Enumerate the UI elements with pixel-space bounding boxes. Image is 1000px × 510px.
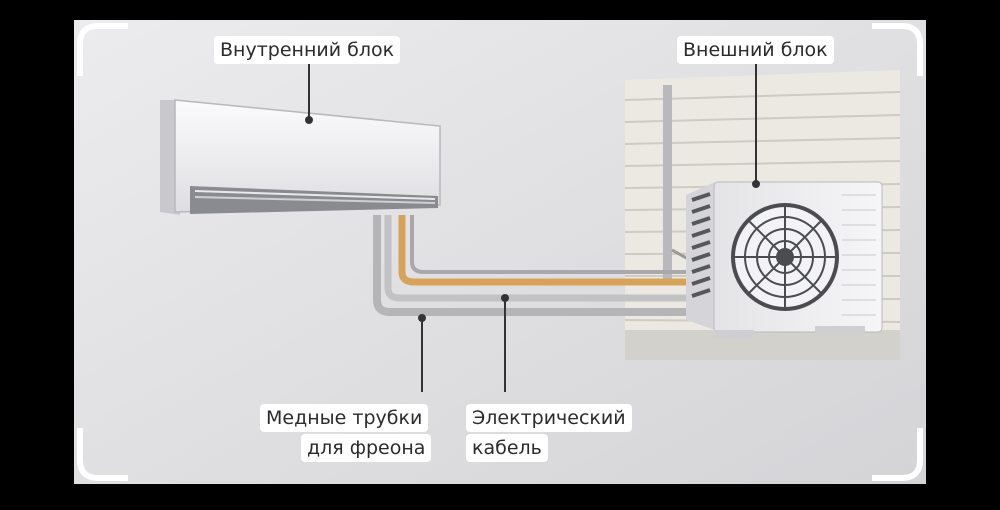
label-outdoor-unit: Внешний блок — [677, 36, 834, 64]
label-copper-pipes-line1: Медные трубки — [260, 404, 429, 432]
outdoor-unit — [686, 181, 883, 338]
label-copper-pipes-line2: для фреона — [301, 434, 432, 462]
pipes — [373, 215, 691, 316]
leader-lines — [305, 64, 760, 392]
indoor-unit — [160, 99, 441, 215]
house-downpipe — [663, 85, 672, 285]
label-electric-cable-line1: Электрический — [466, 404, 632, 432]
label-indoor-unit: Внутренний блок — [214, 36, 401, 64]
frame-corners — [77, 23, 923, 481]
copper-pipe — [398, 215, 690, 286]
grey-pipe-1 — [373, 215, 690, 316]
label-electric-cable-line2: кабель — [466, 434, 548, 462]
grey-pipe-2 — [384, 215, 690, 302]
grey-pipe-3 — [410, 215, 690, 274]
